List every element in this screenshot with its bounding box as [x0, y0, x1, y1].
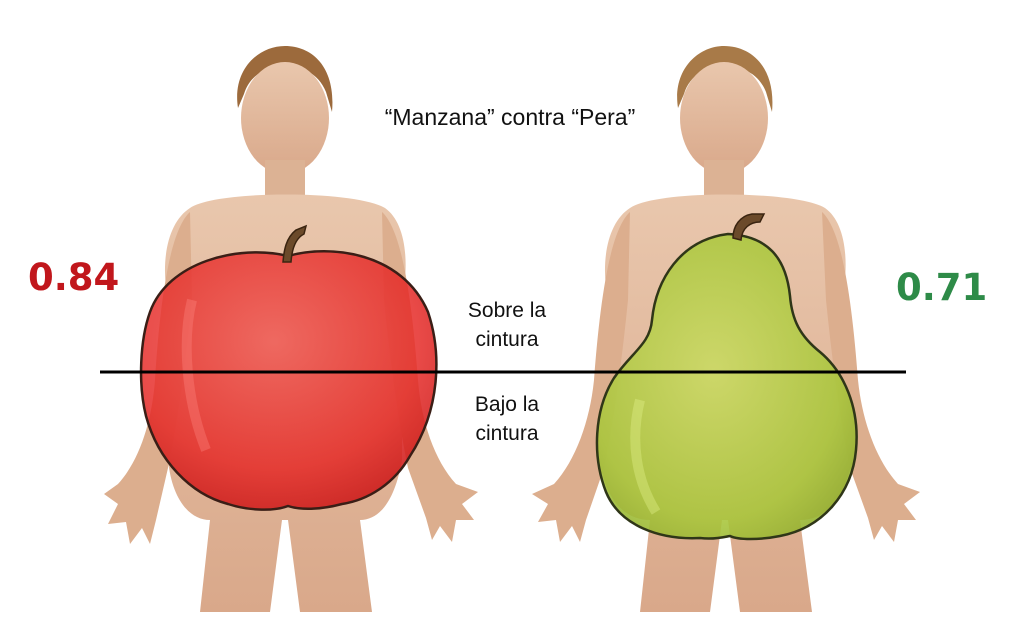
figure-right-hair	[677, 46, 773, 112]
above-waist-line1: Sobre la	[467, 299, 547, 322]
diagram-title: “Manzana” contra “Pera”	[384, 104, 636, 130]
below-waist-line1: Bajo la	[474, 393, 540, 416]
figure-right-arm-right	[822, 212, 920, 542]
figure-left	[104, 46, 478, 612]
figure-right-head	[680, 62, 768, 174]
below-waist-label: Bajo la cintura	[437, 390, 577, 448]
figure-left-neck	[265, 160, 305, 200]
figure-left-hair	[237, 46, 333, 112]
apple-shape	[139, 250, 438, 511]
apple-stem	[282, 224, 308, 263]
below-waist-line2: cintura	[475, 422, 539, 445]
pear-shape	[595, 232, 858, 541]
above-waist-label: Sobre la cintura	[437, 296, 577, 354]
pear-stem	[732, 213, 766, 241]
apple-value: 0.84	[28, 256, 120, 299]
pear-highlight	[630, 398, 661, 515]
figure-right-neck	[704, 160, 744, 200]
pear-value: 0.71	[896, 266, 988, 309]
above-waist-line2: cintura	[475, 328, 539, 351]
figure-right	[532, 46, 920, 612]
figure-left-head	[241, 62, 329, 174]
